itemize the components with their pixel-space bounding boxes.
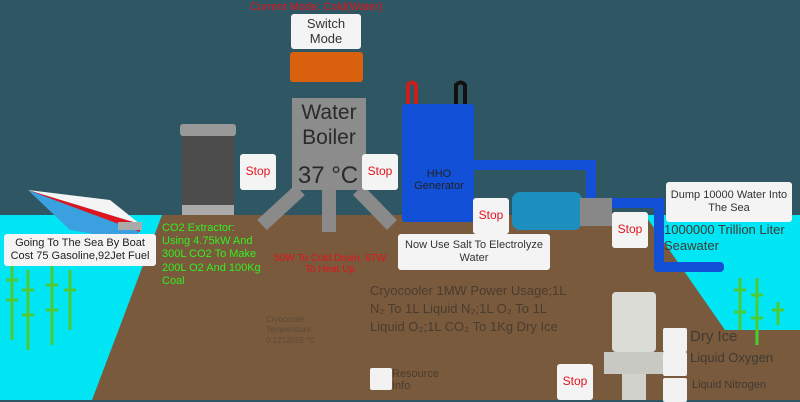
resource-info-label: Resource Info bbox=[392, 368, 440, 392]
boat-icon bbox=[28, 190, 142, 240]
cryocooler-device bbox=[612, 292, 656, 352]
hho-generator-body bbox=[402, 104, 474, 222]
boiler-stop-button[interactable]: Stop bbox=[362, 154, 398, 190]
boiler-stand bbox=[257, 184, 398, 232]
boat-button[interactable]: Going To The Sea By Boat Cost 75 Gasolin… bbox=[4, 234, 156, 266]
dump-water-button[interactable]: Dump 10000 Water Into The Sea bbox=[666, 182, 792, 222]
right-sea bbox=[645, 215, 800, 330]
boiler-body bbox=[292, 98, 366, 190]
boiler-title: Water Boiler bbox=[301, 101, 357, 150]
co2-extractor-canister bbox=[182, 130, 234, 215]
pump-stop-button[interactable]: Stop bbox=[612, 212, 648, 248]
current-mode-label: Current Mode: Cold(Water) bbox=[250, 1, 383, 13]
hho-stop-button[interactable]: Stop bbox=[473, 198, 509, 234]
cryo-power-note: 50W To Cold Down, 67W To Heat Up bbox=[274, 253, 386, 275]
pipe bbox=[474, 160, 594, 170]
liquid-oxygen-checkbox[interactable] bbox=[663, 352, 687, 376]
hho-generator-label: HHO Generator bbox=[414, 168, 464, 192]
dry-ice-checkbox[interactable] bbox=[663, 328, 687, 352]
cryo-description: Cryocooler 1MW Power Usage;1L N₂ To 1L L… bbox=[370, 283, 567, 335]
co2-extractor-text: CO2 Extractor: Using 4.75kW And 300L CO2… bbox=[162, 222, 261, 287]
switch-mode-button[interactable]: Switch Mode bbox=[291, 14, 361, 49]
use-salt-button[interactable]: Now Use Salt To Electrolyze Water bbox=[398, 234, 550, 270]
seaweed-right bbox=[734, 278, 784, 345]
liquid-nitrogen-label: Liquid Nitrogen bbox=[692, 379, 766, 391]
cryo-temperature: Cryocooler Temperature: 0.1213015 °C bbox=[266, 315, 316, 345]
water-pump bbox=[512, 192, 582, 230]
dry-ice-label: Dry Ice bbox=[690, 328, 738, 345]
liquid-nitrogen-checkbox[interactable] bbox=[663, 378, 687, 402]
boiler-temperature: 37 °C bbox=[297, 162, 359, 189]
cryo-stop-button[interactable]: Stop bbox=[557, 364, 593, 400]
liquid-oxygen-label: Liquid Oxygen bbox=[690, 350, 774, 365]
seaweed-left bbox=[6, 265, 76, 350]
boiler-orange-lid bbox=[290, 52, 363, 82]
resource-info-checkbox[interactable] bbox=[370, 368, 392, 390]
seawater-amount: 1000000 Trillion Liter Seawater bbox=[664, 222, 785, 253]
co2-stop-button[interactable]: Stop bbox=[240, 154, 276, 190]
